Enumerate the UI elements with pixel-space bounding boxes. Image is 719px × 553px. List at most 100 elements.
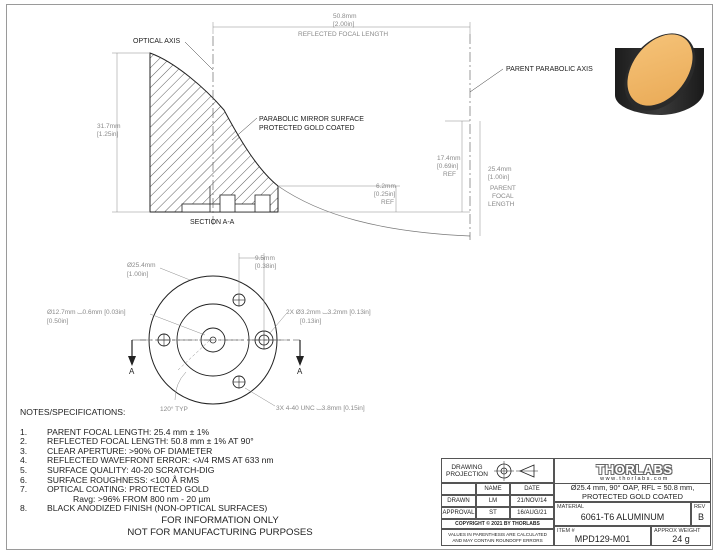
description-1: Ø25.4 mm, 90° OAP, RFL = 50.8 mm, bbox=[570, 483, 695, 493]
rfl-in: [2.00in] bbox=[333, 21, 355, 28]
title-block: DRAWING PROJECTION NAME DATE DRAWN LM 21… bbox=[441, 458, 711, 546]
projection-label-1: DRAWING bbox=[451, 463, 483, 471]
note-item: 5. SURFACE QUALITY: 40-20 SCRATCH-DIG bbox=[20, 464, 440, 476]
weight-label: APPROX WEIGHT bbox=[654, 528, 701, 534]
note-item: 1.PARENT FOCAL LENGTH: 25.4 mm ± 1% bbox=[20, 426, 440, 438]
section-a-left: A bbox=[129, 367, 135, 376]
weight-value: 24 g bbox=[672, 534, 690, 544]
note-text: SURFACE QUALITY: 40-20 SCRATCH-DIG bbox=[47, 464, 215, 475]
section-view: OPTICAL AXIS 50.8mm [2.00in] REFLECTED F… bbox=[97, 13, 593, 240]
header-blank bbox=[441, 483, 476, 495]
note-number: 4. bbox=[20, 455, 28, 466]
pfl-label-2: FOCAL bbox=[492, 193, 514, 200]
ref6-mm: 6.2mm bbox=[376, 183, 396, 190]
bottom-view: A A Ø25.4mm [1.00in] 9.5mm [0.38in] Ø12.… bbox=[47, 253, 371, 413]
optical-axis-label: OPTICAL AXIS bbox=[133, 38, 181, 45]
diameter-in: [1.00in] bbox=[127, 271, 149, 278]
material-label: MATERIAL bbox=[557, 504, 585, 510]
pfl-label-3: LENGTH bbox=[488, 201, 515, 208]
product-render bbox=[615, 33, 704, 115]
description-cell: Ø25.4 mm, 90° OAP, RFL = 50.8 mm, PROTEC… bbox=[554, 483, 711, 502]
parent-parabolic-axis-label: PARENT PARABOLIC AXIS bbox=[506, 66, 593, 73]
center-hole-mm: Ø12.7mm ⌴0.6mm [0.03in] bbox=[47, 309, 126, 316]
note-text: PARENT FOCAL LENGTH: 25.4 mm ± 1% bbox=[47, 426, 210, 437]
weight-cell: APPROX WEIGHT 24 g bbox=[651, 526, 711, 546]
pfl-in: [1.00in] bbox=[488, 174, 510, 181]
note-text: OPTICAL COATING: PROTECTED GOLD bbox=[47, 484, 209, 495]
gold-mirror-surface bbox=[627, 34, 693, 106]
mirror-surface-label-2: PROTECTED GOLD COATED bbox=[259, 125, 355, 132]
notes-heading: NOTES/SPECIFICATIONS: bbox=[20, 407, 126, 417]
section-label: SECTION A-A bbox=[190, 219, 235, 226]
item-value: MPD129-M01 bbox=[574, 534, 631, 544]
material-value: 6061-T6 ALUMINUM bbox=[580, 512, 665, 522]
note-text: CLEAR APERTURE: >90% OF DIAMETER bbox=[47, 445, 213, 456]
drawn-date: 21/NOV/14 bbox=[510, 495, 554, 507]
values-note-1: VALUES IN PARENTHESIS ARE CALCULATED bbox=[448, 532, 547, 537]
diameter-mm: Ø25.4mm bbox=[127, 262, 156, 269]
note-7-sub: Ravg: >96% FROM 800 nm - 20 µm bbox=[73, 493, 211, 504]
projection-cell: DRAWING PROJECTION bbox=[441, 458, 554, 483]
note-number: 6. bbox=[20, 474, 28, 485]
values-note: VALUES IN PARENTHESIS ARE CALCULATED AND… bbox=[441, 529, 554, 546]
description-2: PROTECTED GOLD COATED bbox=[582, 491, 683, 501]
material-cell: MATERIAL 6061-T6 ALUMINUM bbox=[554, 502, 691, 526]
disclaimer-line-2: NOT FOR MANUFACTURING PURPOSES bbox=[127, 526, 313, 538]
ref17-label: REF bbox=[443, 171, 456, 178]
section-a-right: A bbox=[297, 367, 303, 376]
approval-date: 16/AUG/21 bbox=[510, 507, 554, 519]
copyright: COPYRIGHT © 2021 BY THORLABS bbox=[441, 519, 554, 529]
item-cell: ITEM # MPD129-M01 bbox=[554, 526, 651, 546]
angle-label: 120° TYP bbox=[160, 405, 188, 413]
ref6-in: [0.25in] bbox=[374, 191, 396, 198]
approval-name: ST bbox=[476, 507, 510, 519]
values-note-2: AND MAY CONTAIN ROUNDOFF ERRORS bbox=[452, 537, 543, 543]
website: www.thorlabs.com bbox=[600, 476, 669, 482]
thorlabs-logo: THORLABS bbox=[596, 462, 673, 477]
date-header: DATE bbox=[510, 483, 554, 495]
rev-label: REV bbox=[694, 504, 706, 510]
note-item: 7. OPTICAL COATING: PROTECTED GOLD bbox=[20, 485, 440, 495]
note-item: 6. SURFACE ROUGHNESS: <100 Å RMS bbox=[20, 474, 440, 486]
note-item: 3. CLEAR APERTURE: >90% OF DIAMETER bbox=[20, 445, 440, 457]
offset-mm: 9.5mm bbox=[255, 255, 275, 262]
pin-hole-section bbox=[219, 194, 236, 213]
tapped-holes-label: 3X 4-40 UNC ⌴3.8mm [0.15in] bbox=[276, 405, 365, 412]
third-angle-projection-icon bbox=[493, 460, 538, 481]
note-number: 3. bbox=[20, 445, 28, 456]
drawn-label: DRAWN bbox=[441, 495, 476, 507]
section-body bbox=[149, 52, 279, 213]
disclaimer-line-1: FOR INFORMATION ONLY bbox=[161, 515, 279, 526]
rfl-mm: 50.8mm bbox=[333, 13, 356, 20]
parent-parabola-curve bbox=[277, 185, 471, 237]
pin-holes-in: [0.13in] bbox=[300, 318, 322, 325]
note-item: 2.REFLECTED FOCAL LENGTH: 50.8 mm ± 1% A… bbox=[20, 437, 440, 447]
item-label: ITEM # bbox=[557, 528, 575, 534]
sheet-border bbox=[6, 4, 713, 550]
rev-value: B bbox=[697, 512, 704, 522]
note-text: REFLECTED FOCAL LENGTH: 50.8 mm ± 1% AT … bbox=[47, 436, 254, 447]
note-number: 7. bbox=[20, 484, 28, 495]
pfl-mm: 25.4mm bbox=[488, 166, 511, 173]
projection-label-2: PROJECTION bbox=[446, 470, 488, 478]
offset-in: [0.38in] bbox=[255, 263, 277, 270]
note-text: REFLECTED WAVEFRONT ERROR: <λ/4 RMS AT 6… bbox=[47, 455, 274, 466]
height-mm: 31.7mm bbox=[97, 123, 120, 130]
approval-label: APPROVAL bbox=[441, 507, 476, 519]
logo-cell bbox=[554, 458, 711, 483]
name-header: NAME bbox=[476, 483, 510, 495]
note-text: SURFACE ROUGHNESS: <100 Å RMS bbox=[47, 474, 200, 485]
disclaimer: FOR INFORMATION ONLY NOT FOR MANUFACTURI… bbox=[90, 515, 350, 538]
note-number: 8. bbox=[20, 503, 28, 514]
rfl-label: REFLECTED FOCAL LENGTH bbox=[298, 31, 388, 38]
ref17-mm: 17.4mm bbox=[437, 155, 460, 162]
note-item: 4. REFLECTED WAVEFRONT ERROR: <λ/4 RMS AT… bbox=[20, 456, 440, 466]
ref17-in: [0.69in] bbox=[437, 163, 459, 170]
ref6-label: REF bbox=[381, 199, 394, 206]
note-number: 5. bbox=[20, 464, 28, 475]
mirror-surface-label-1: PARABOLIC MIRROR SURFACE bbox=[259, 116, 364, 123]
rev-cell: REV B bbox=[691, 502, 711, 526]
pfl-label-1: PARENT bbox=[490, 185, 516, 192]
